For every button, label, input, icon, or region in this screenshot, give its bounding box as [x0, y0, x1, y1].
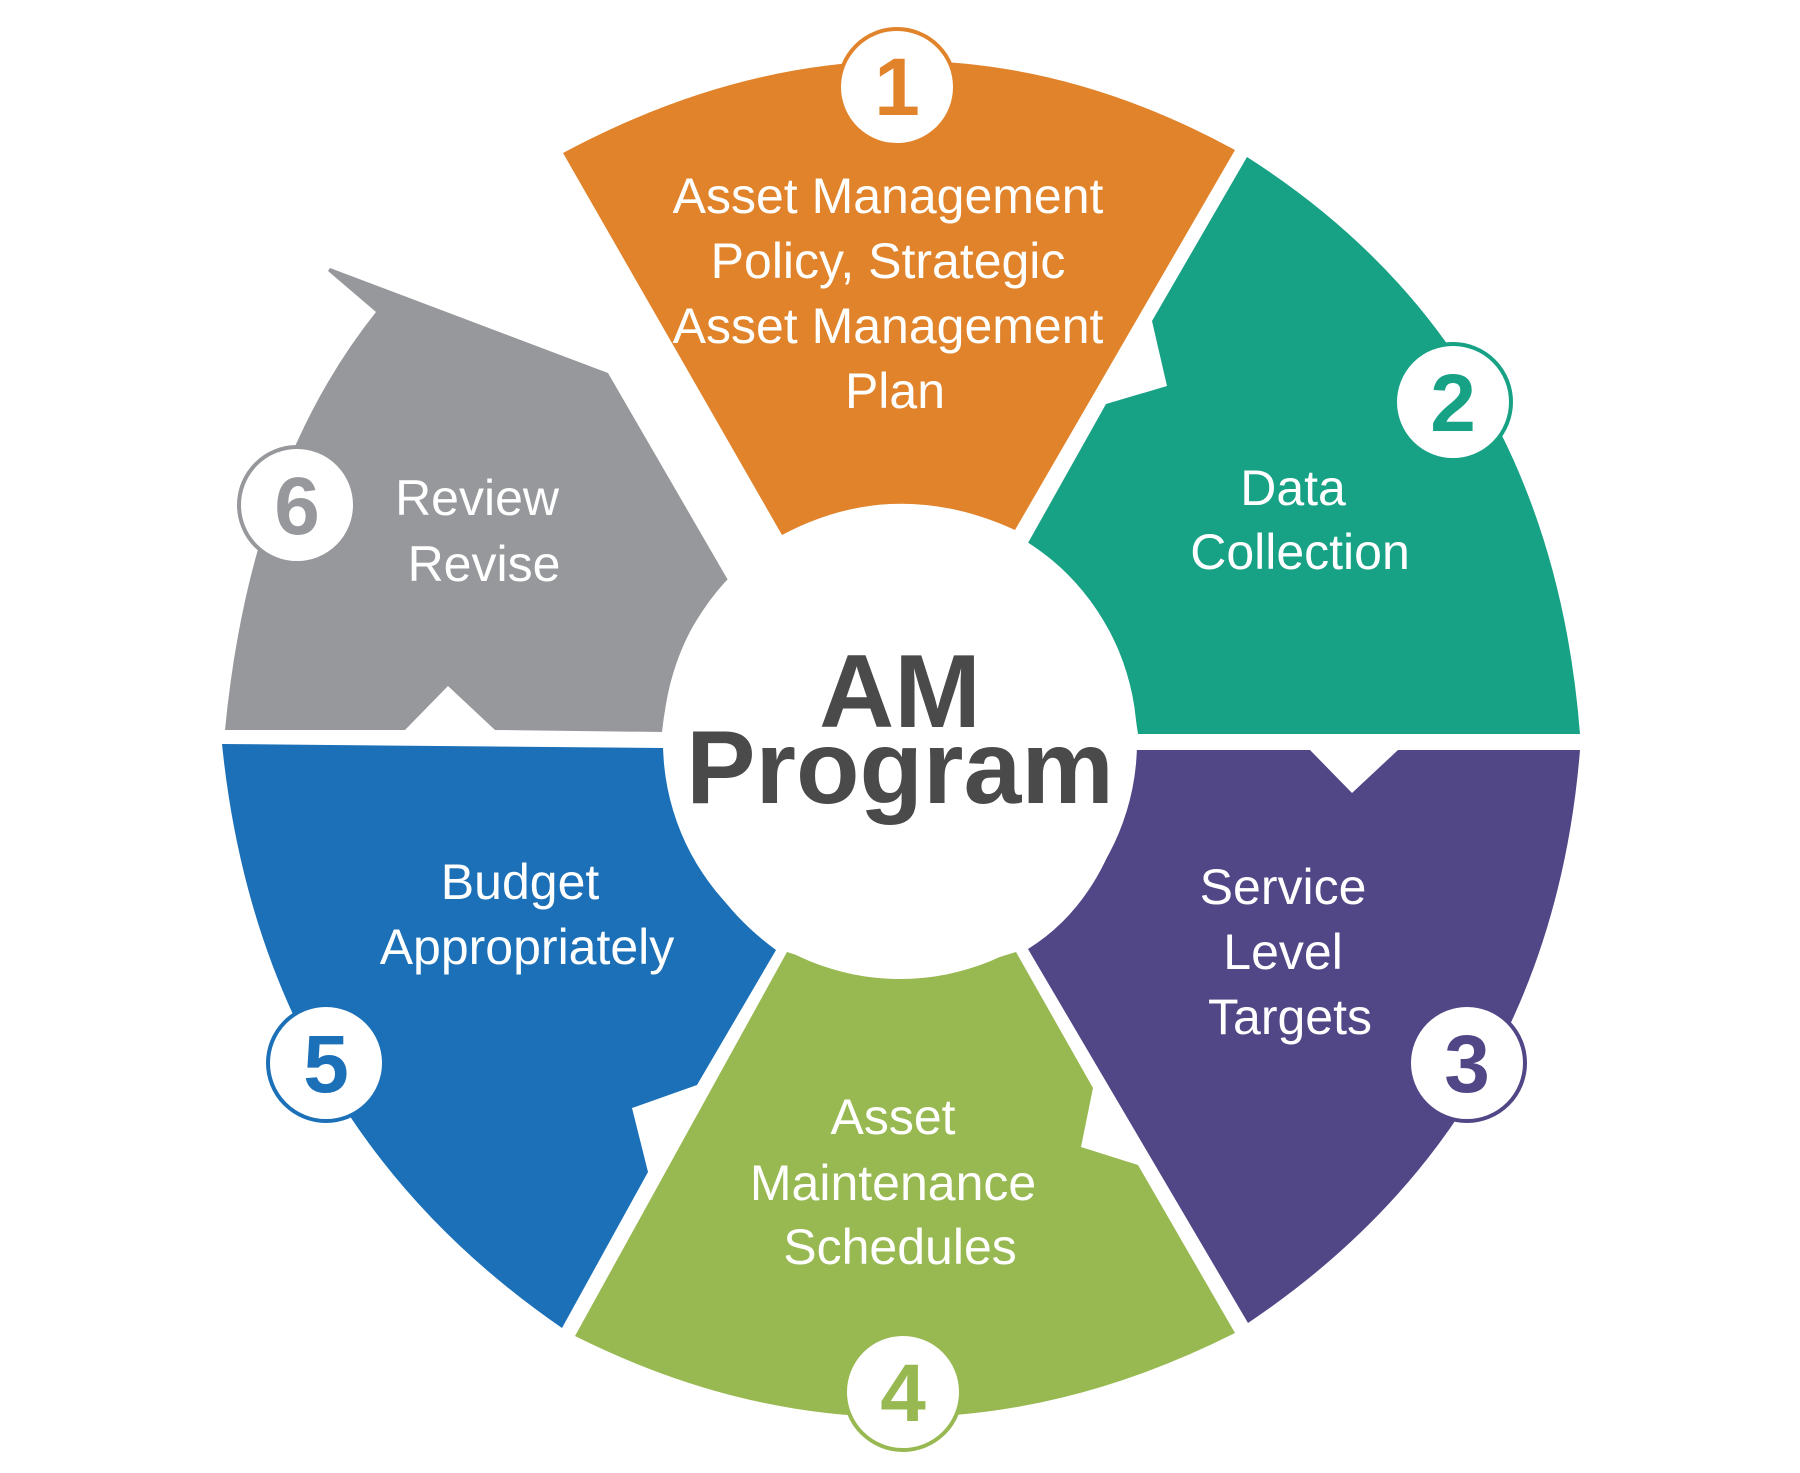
segment-4-label: Asset Maintenance Schedules [750, 1089, 1050, 1275]
badge-1-circle [837, 27, 957, 147]
segment-2: Data Collection [1028, 157, 1580, 734]
badge-6-circle [237, 445, 357, 565]
segment-3-label: Service Level Targets [1200, 859, 1381, 1045]
segment-4-shape [575, 952, 1235, 1418]
badge-6-number: 6 [274, 461, 320, 552]
badge-1: 1 [837, 27, 957, 147]
segment-2-label: Data Collection [1190, 460, 1410, 580]
segment-3-shape [1028, 750, 1580, 1323]
badge-3-circle [1407, 1003, 1527, 1123]
center-title-line-2: Program [686, 710, 1114, 826]
segment-5-shape [222, 744, 776, 1328]
segment-1-shape [563, 60, 1235, 535]
badge-1-number: 1 [874, 42, 920, 133]
badge-5-number: 5 [303, 1019, 349, 1110]
badge-4-number: 4 [880, 1348, 926, 1439]
badge-2: 2 [1393, 342, 1513, 462]
badge-3-number: 3 [1444, 1019, 1490, 1110]
badge-4-circle [843, 1332, 963, 1452]
center-hub: AM Program [663, 505, 1137, 979]
badge-2-circle [1393, 342, 1513, 462]
segment-6-label: Review Revise [395, 470, 573, 592]
center-circle [663, 505, 1137, 979]
badge-5: 5 [266, 1003, 386, 1123]
segment-4: Asset Maintenance Schedules [575, 952, 1235, 1418]
badge-4: 4 [843, 1332, 963, 1452]
segment-1: Asset Management Policy, Strategic Asset… [563, 60, 1235, 535]
badge-2-number: 2 [1430, 358, 1476, 449]
badge-3: 3 [1407, 1003, 1527, 1123]
segment-6-shape [225, 268, 754, 732]
segment-5: Budget Appropriately [222, 744, 776, 1328]
segment-1-label: Asset Management Policy, Strategic Asset… [673, 168, 1118, 419]
segment-2-shape [1028, 157, 1580, 734]
segment-3: Service Level Targets [1028, 750, 1580, 1323]
center-title-line-1: AM [819, 634, 981, 750]
badge-6: 6 [237, 445, 357, 565]
segment-6: Review Revise [225, 268, 754, 732]
segment-5-label: Budget Appropriately [380, 854, 675, 975]
badge-5-circle [266, 1003, 386, 1123]
